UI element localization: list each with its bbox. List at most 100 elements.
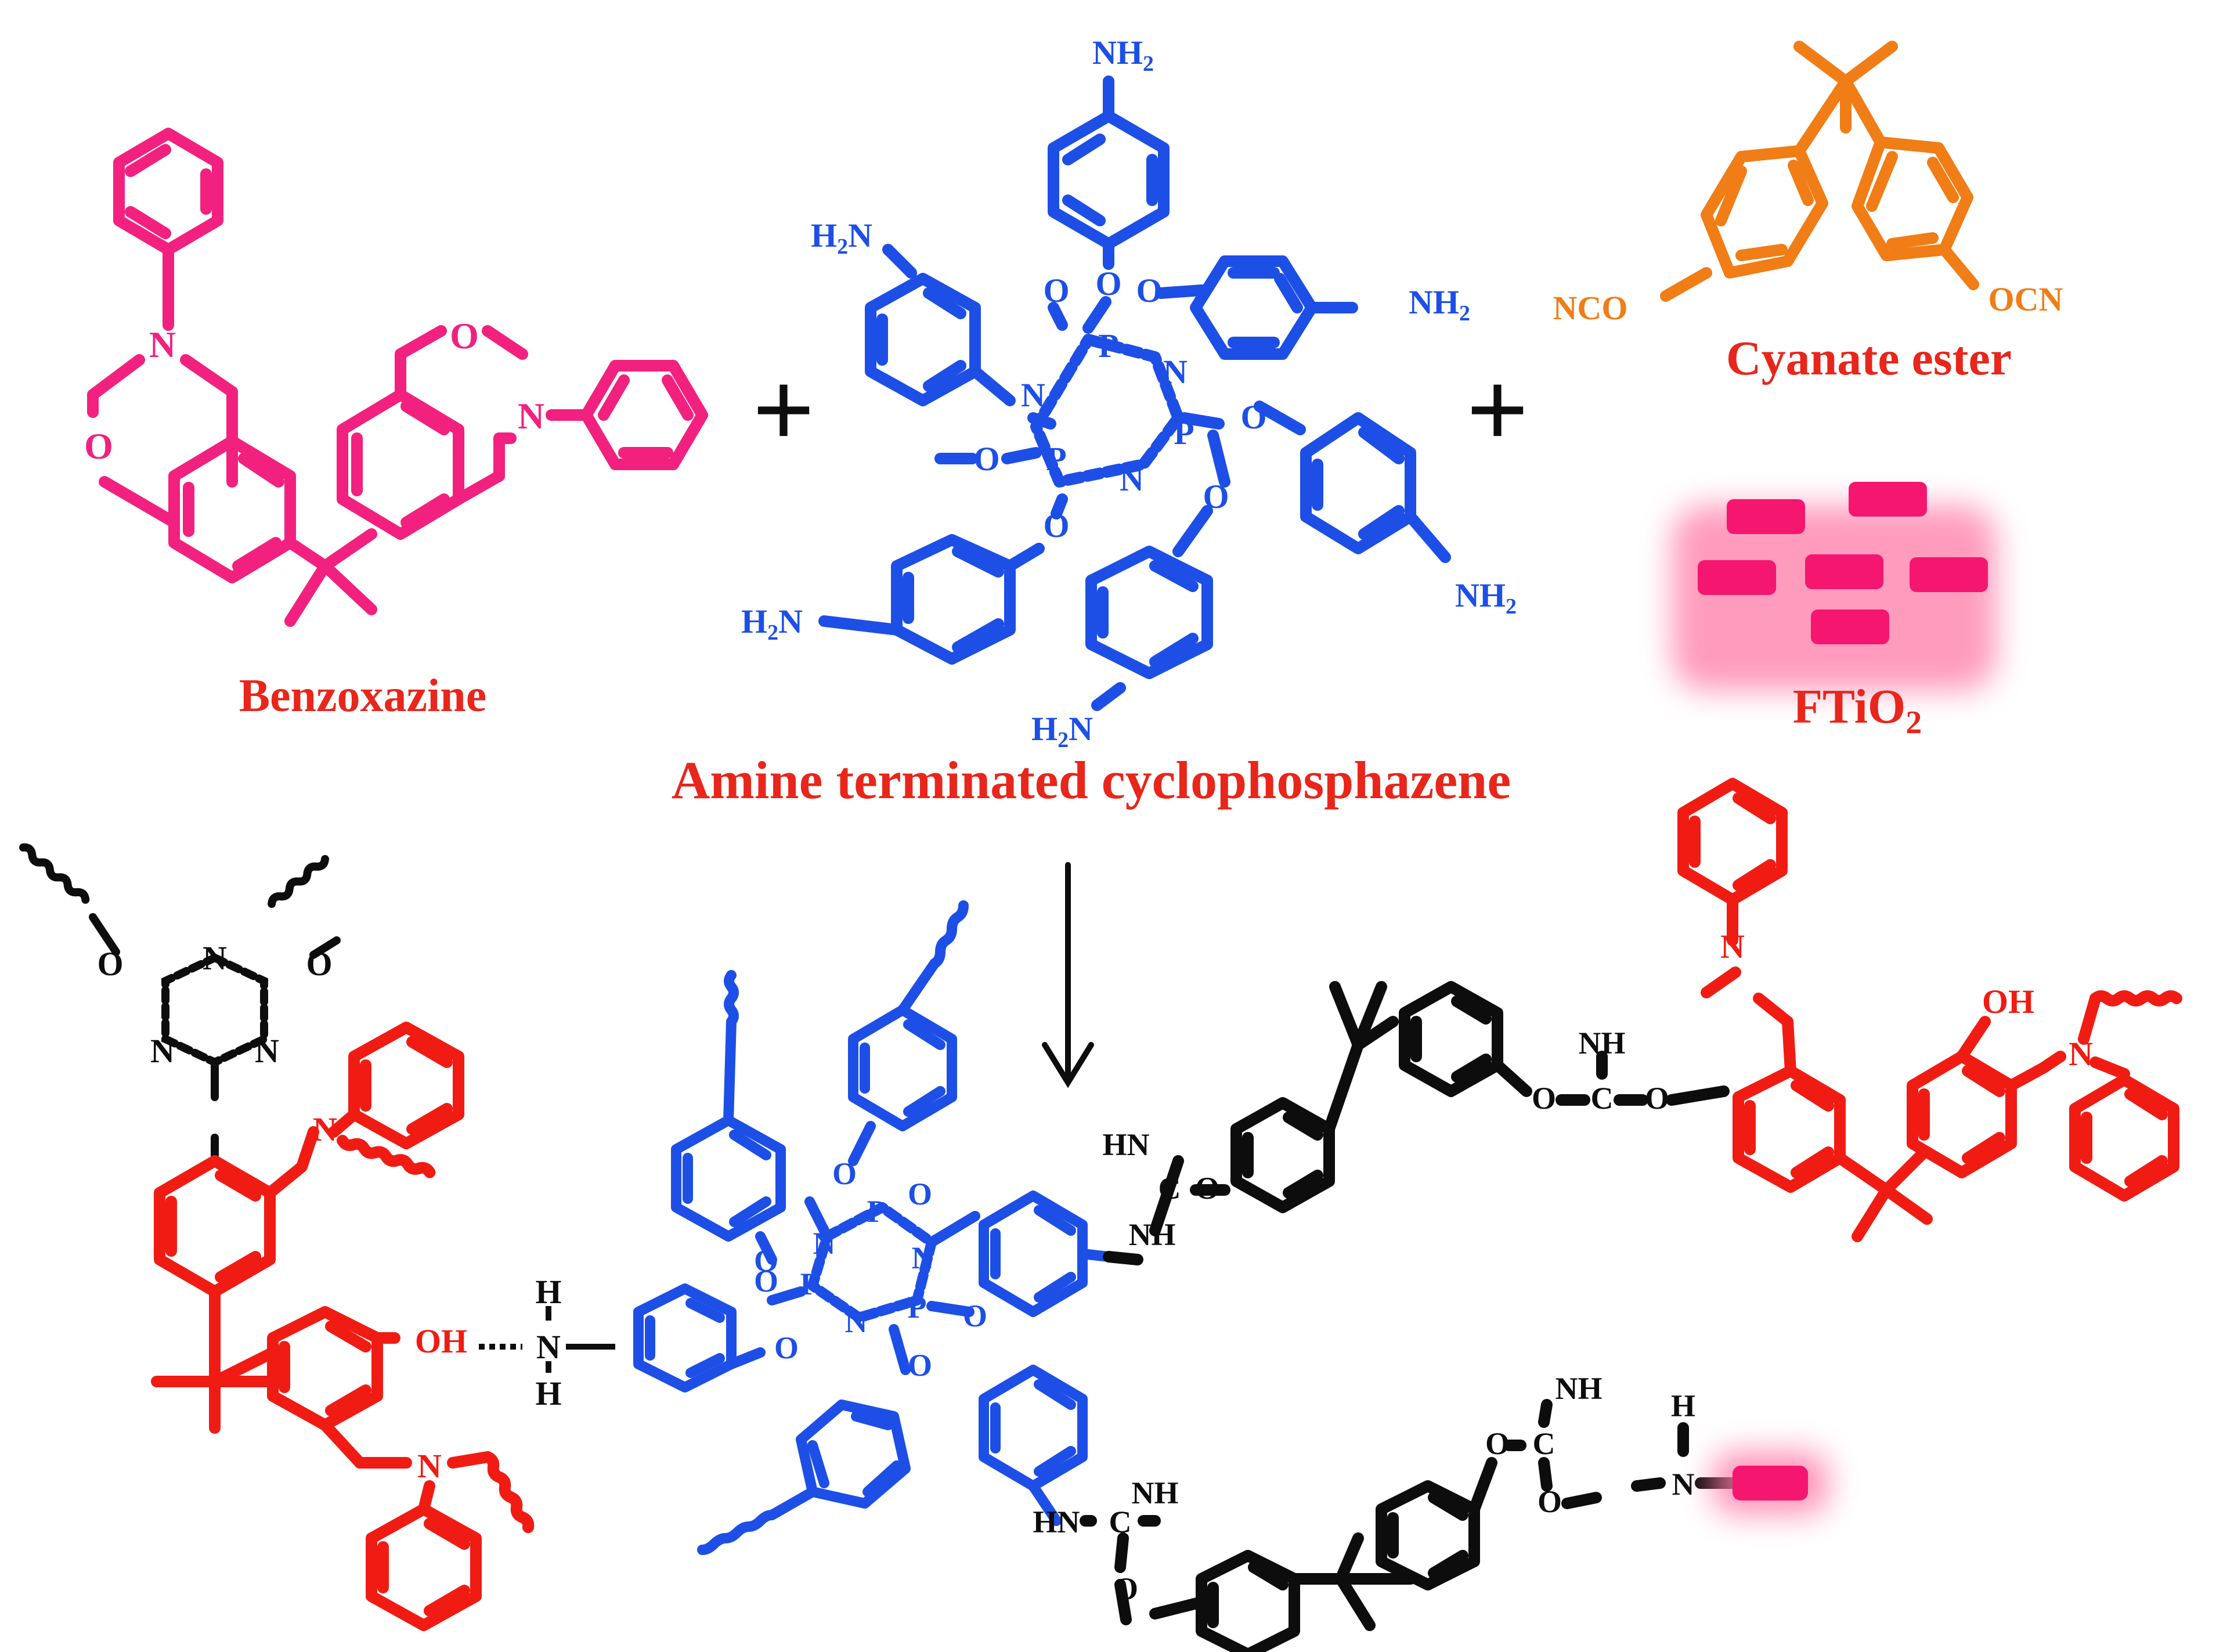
atom-label: C bbox=[1158, 1171, 1181, 1206]
atom-label: O bbox=[1532, 1081, 1556, 1116]
atom-label: NH bbox=[1132, 1476, 1179, 1510]
atom-label: N bbox=[1672, 1467, 1695, 1502]
atom-label: NCO bbox=[1553, 289, 1628, 327]
wavy-bond-icon bbox=[337, 1135, 436, 1178]
atom-label: O bbox=[1095, 265, 1121, 302]
atom-label: O bbox=[1485, 1426, 1510, 1461]
down-arrow-icon bbox=[1042, 862, 1094, 1088]
atom-label: H bbox=[535, 1273, 561, 1311]
atom-label: P bbox=[908, 1290, 927, 1325]
atom-label: N bbox=[203, 939, 227, 977]
atom-label: HN bbox=[1103, 1127, 1150, 1162]
atom-label: P bbox=[1098, 327, 1118, 365]
atom-label: O bbox=[450, 315, 479, 356]
triazine-crosslink bbox=[19, 843, 341, 1159]
atom-label: H bbox=[1671, 1388, 1695, 1423]
polycyanurate-network bbox=[1080, 981, 1741, 1652]
cyclophosphazene-network-core bbox=[633, 900, 1114, 1555]
atom-label: O bbox=[1203, 478, 1229, 515]
atom-label: C bbox=[1109, 1505, 1132, 1539]
atom-label: O bbox=[1195, 1171, 1219, 1206]
atom-label: OH bbox=[415, 1322, 467, 1360]
rounded-rect-particle-icon bbox=[1811, 609, 1889, 644]
wavy-bond-icon bbox=[929, 900, 969, 969]
ftio2-particle-cluster bbox=[1672, 482, 1997, 691]
atom-label: P bbox=[1174, 414, 1194, 452]
atom-label: NH2 bbox=[1092, 34, 1154, 76]
cyanate-ester-monomer bbox=[1660, 41, 1979, 302]
atom-label: N bbox=[813, 1226, 836, 1261]
rounded-rect-particle-icon bbox=[1805, 554, 1883, 589]
atom-label: O bbox=[1043, 507, 1069, 544]
wavy-bond-icon bbox=[268, 854, 329, 908]
atom-label: O bbox=[1043, 272, 1069, 309]
atom-label: N bbox=[255, 1032, 279, 1070]
plus-sign: + bbox=[752, 349, 815, 471]
atom-label: NH bbox=[1129, 1217, 1176, 1252]
cyclophosphazene-caption: Amine terminated cyclophosphazene bbox=[672, 751, 1511, 810]
atom-label: O bbox=[1240, 398, 1266, 436]
atom-label: N bbox=[912, 1240, 934, 1275]
atom-label: NH bbox=[1556, 1371, 1603, 1406]
atom-label: N bbox=[1021, 376, 1045, 414]
rounded-rect-particle-icon bbox=[1733, 1466, 1808, 1500]
atom-label: P bbox=[867, 1194, 886, 1229]
atom-label: O bbox=[973, 440, 999, 478]
atom-label: O bbox=[97, 945, 123, 983]
atom-label: O bbox=[1645, 1081, 1669, 1116]
atom-label: O bbox=[774, 1330, 799, 1365]
atom-label: O bbox=[1114, 1571, 1138, 1606]
atom-label: N bbox=[1120, 460, 1144, 498]
atom-label: N bbox=[2069, 1035, 2093, 1073]
rounded-rect-particle-icon bbox=[1910, 557, 1988, 592]
atom-label: H2N bbox=[741, 603, 803, 645]
wavy-bond-icon bbox=[19, 843, 90, 904]
atom-label: N bbox=[845, 1304, 868, 1339]
atom-label: N bbox=[1163, 353, 1188, 391]
atom-label: N bbox=[313, 1110, 337, 1148]
rounded-rect-particle-icon bbox=[1727, 499, 1805, 534]
atom-label: NH2 bbox=[1455, 576, 1517, 619]
plus-sign: + bbox=[1466, 349, 1529, 471]
wavy-bond-icon bbox=[724, 970, 739, 1027]
atom-label: N bbox=[1720, 928, 1745, 965]
atom-label: P bbox=[800, 1267, 820, 1301]
polybenzoxazine-right bbox=[1677, 778, 2182, 1242]
atom-label: N bbox=[518, 395, 544, 437]
atom-label: H2N bbox=[1031, 710, 1093, 752]
wavy-bond-icon bbox=[2089, 990, 2182, 1007]
atom-label: C bbox=[1533, 1426, 1556, 1461]
attached-ftio2-particle bbox=[1712, 1451, 1828, 1515]
atom-label: P bbox=[1046, 440, 1066, 478]
polybenzoxazine-left bbox=[151, 1022, 535, 1631]
atom-label: N bbox=[536, 1328, 561, 1366]
atom-label: OH bbox=[1982, 983, 2034, 1020]
atom-label: H bbox=[535, 1375, 561, 1412]
benzoxazine-caption: Benzoxazine bbox=[239, 670, 487, 722]
atom-label: O bbox=[84, 425, 113, 467]
wavy-bond-icon bbox=[697, 1510, 777, 1555]
atom-label: O bbox=[754, 1264, 778, 1298]
atom-label: C bbox=[1591, 1081, 1614, 1116]
atom-label: O bbox=[1136, 272, 1162, 309]
cyclophosphazene-monomer bbox=[818, 75, 1451, 711]
cyanate-ester-caption: Cyanate ester bbox=[1726, 331, 2012, 385]
atom-label: HN bbox=[1033, 1505, 1080, 1539]
atom-label: O bbox=[1538, 1484, 1562, 1519]
ftio2-caption: FTiO2 bbox=[1793, 680, 1922, 741]
atom-label: NH2 bbox=[1409, 283, 1470, 326]
atom-label: OCN bbox=[1988, 280, 2063, 318]
atom-label: H2N bbox=[811, 217, 872, 259]
rounded-rect-particle-icon bbox=[1698, 560, 1776, 595]
atom-label: O bbox=[832, 1156, 857, 1191]
atom-label: N bbox=[150, 1032, 175, 1070]
atom-label: N bbox=[417, 1447, 442, 1485]
atom-label: O bbox=[306, 945, 332, 983]
atom-label: NH bbox=[1579, 1026, 1626, 1061]
atom-label: O bbox=[963, 1298, 987, 1333]
atom-label: O bbox=[908, 1348, 932, 1383]
benzoxazine-monomer bbox=[87, 128, 708, 627]
hydrogen-bond bbox=[479, 1306, 615, 1373]
atom-label: O bbox=[754, 1243, 778, 1278]
